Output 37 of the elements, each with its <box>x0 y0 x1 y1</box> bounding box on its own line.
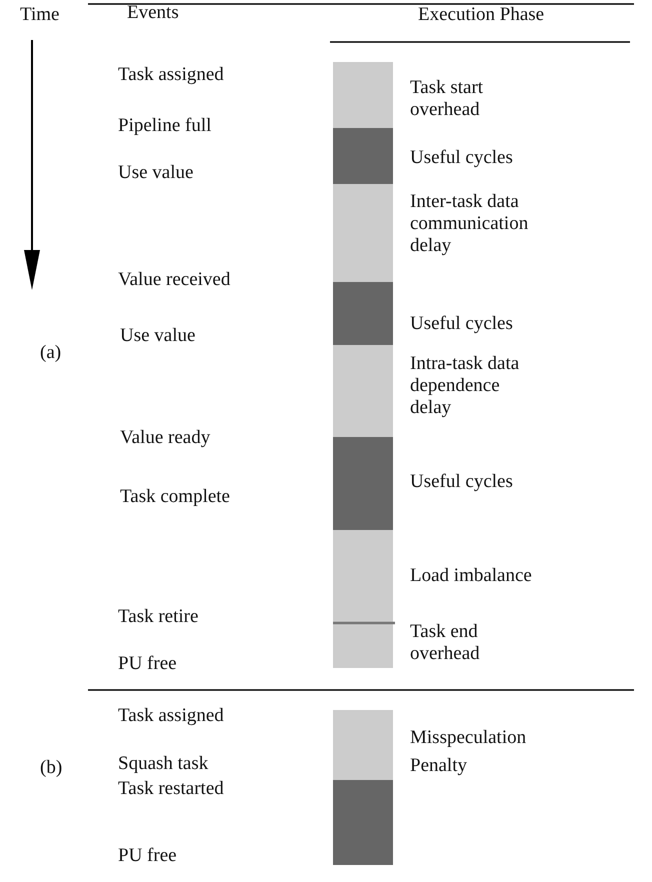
phase-label: Intra-task data dependence delay <box>410 353 520 419</box>
phase-label: Task start overhead <box>410 77 484 121</box>
phase-label: Useful cycles <box>410 313 514 335</box>
bar-segment <box>333 184 393 282</box>
phase-label: Useful cycles <box>410 471 514 493</box>
bar-segment <box>333 128 393 184</box>
phase-label: Task end overhead <box>410 621 481 665</box>
event-label: Value received <box>118 269 230 291</box>
panel-label: (b) <box>40 757 62 779</box>
bar-segment <box>333 437 393 530</box>
event-label: PU free <box>118 845 177 867</box>
panel-label: (a) <box>40 342 62 364</box>
event-label: Task assigned <box>118 64 224 86</box>
event-label: Use value <box>118 162 194 184</box>
event-label: Task restarted <box>118 778 224 800</box>
axis-label: Time <box>20 4 60 26</box>
event-label: Value ready <box>120 427 210 449</box>
event-label: Pipeline full <box>118 115 212 137</box>
phase-label: Load imbalance <box>410 565 533 587</box>
bar-segment <box>333 623 393 668</box>
bar-segment <box>333 710 393 780</box>
bar-segment <box>333 345 393 437</box>
phase-label: Inter-task data communication delay <box>410 191 530 257</box>
event-label: Task retire <box>118 606 198 628</box>
bar-segment <box>333 530 393 623</box>
event-label: PU free <box>118 653 177 675</box>
event-label: Use value <box>120 325 196 347</box>
event-label: Squash task <box>118 753 208 775</box>
event-label: Task assigned <box>118 705 224 727</box>
bar-segment <box>333 62 393 128</box>
bar-segment <box>333 780 393 865</box>
column-header: Execution Phase <box>418 4 544 26</box>
column-header: Events <box>127 2 179 24</box>
event-label: Task complete <box>120 486 230 508</box>
bar-segment <box>333 282 393 345</box>
phase-label: Misspeculation Penalty <box>410 726 528 778</box>
phase-label: Useful cycles <box>410 147 514 169</box>
